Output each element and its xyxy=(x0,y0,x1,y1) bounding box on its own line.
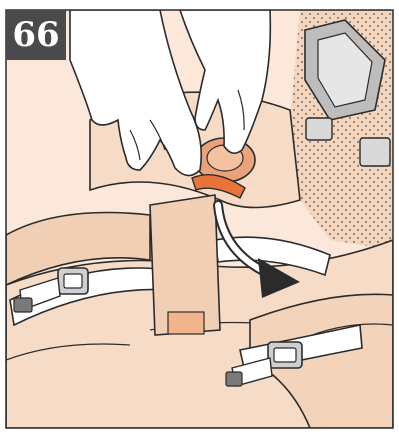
step-number-badge: 66 xyxy=(6,10,66,60)
crotch-strap-tab xyxy=(168,312,204,334)
step-number: 66 xyxy=(12,15,59,55)
